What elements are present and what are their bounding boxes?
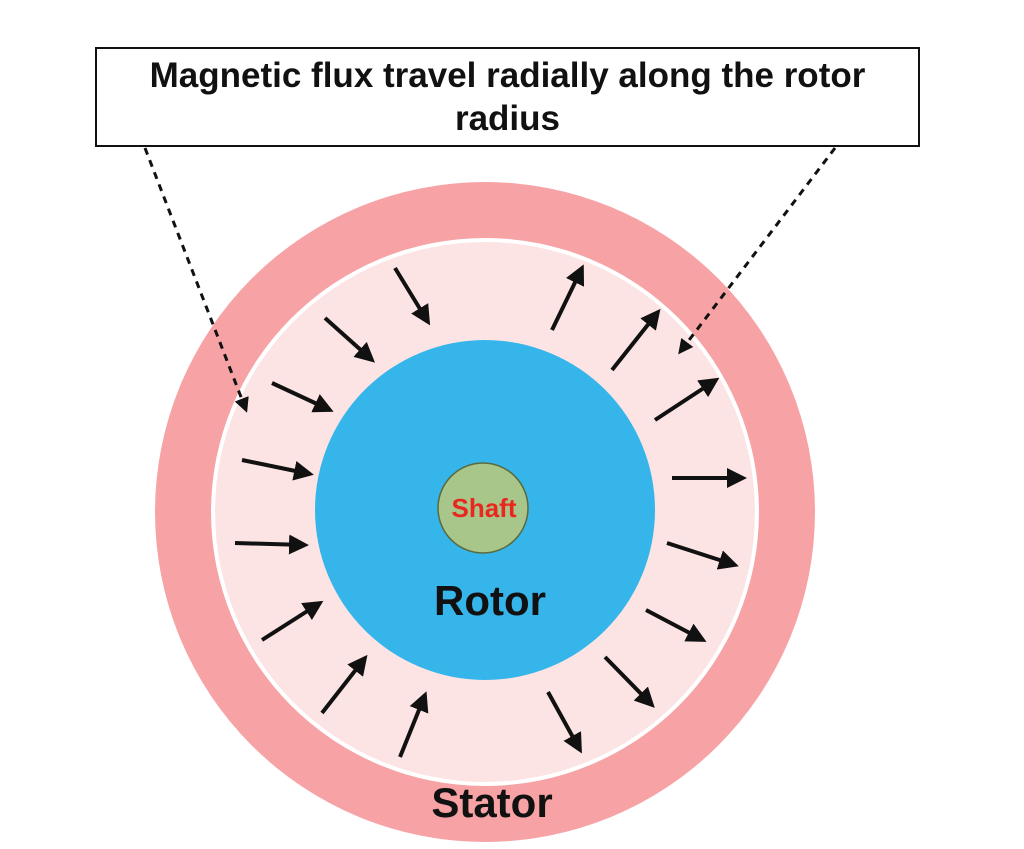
flux-arrow [610,308,661,372]
flux-arrow [234,534,309,555]
flux-arrow [393,266,431,326]
shaft-label: Shaft [452,493,517,523]
flux-arrow [241,458,314,481]
flux-arrow [550,264,585,331]
callout-text: Magnetic flux travel radially along the … [149,56,866,138]
flux-arrow [398,691,429,758]
callout-box: Magnetic flux travel radially along the … [95,47,920,147]
flux-arrow [546,691,582,754]
flux-arrow [320,654,368,715]
flux-arrow [271,381,334,413]
callout-leader-right [678,147,837,355]
flux-arrows [234,264,747,758]
flux-arrow [603,655,655,708]
flux-arrow [653,377,720,422]
rotor-label: Rotor [434,577,546,624]
flux-arrow [323,316,375,363]
stator-label: Stator [431,779,552,826]
flux-arrow [260,600,324,642]
shaft-disc [437,462,529,554]
flux-arrow [645,608,707,642]
flux-arrow [666,541,739,570]
